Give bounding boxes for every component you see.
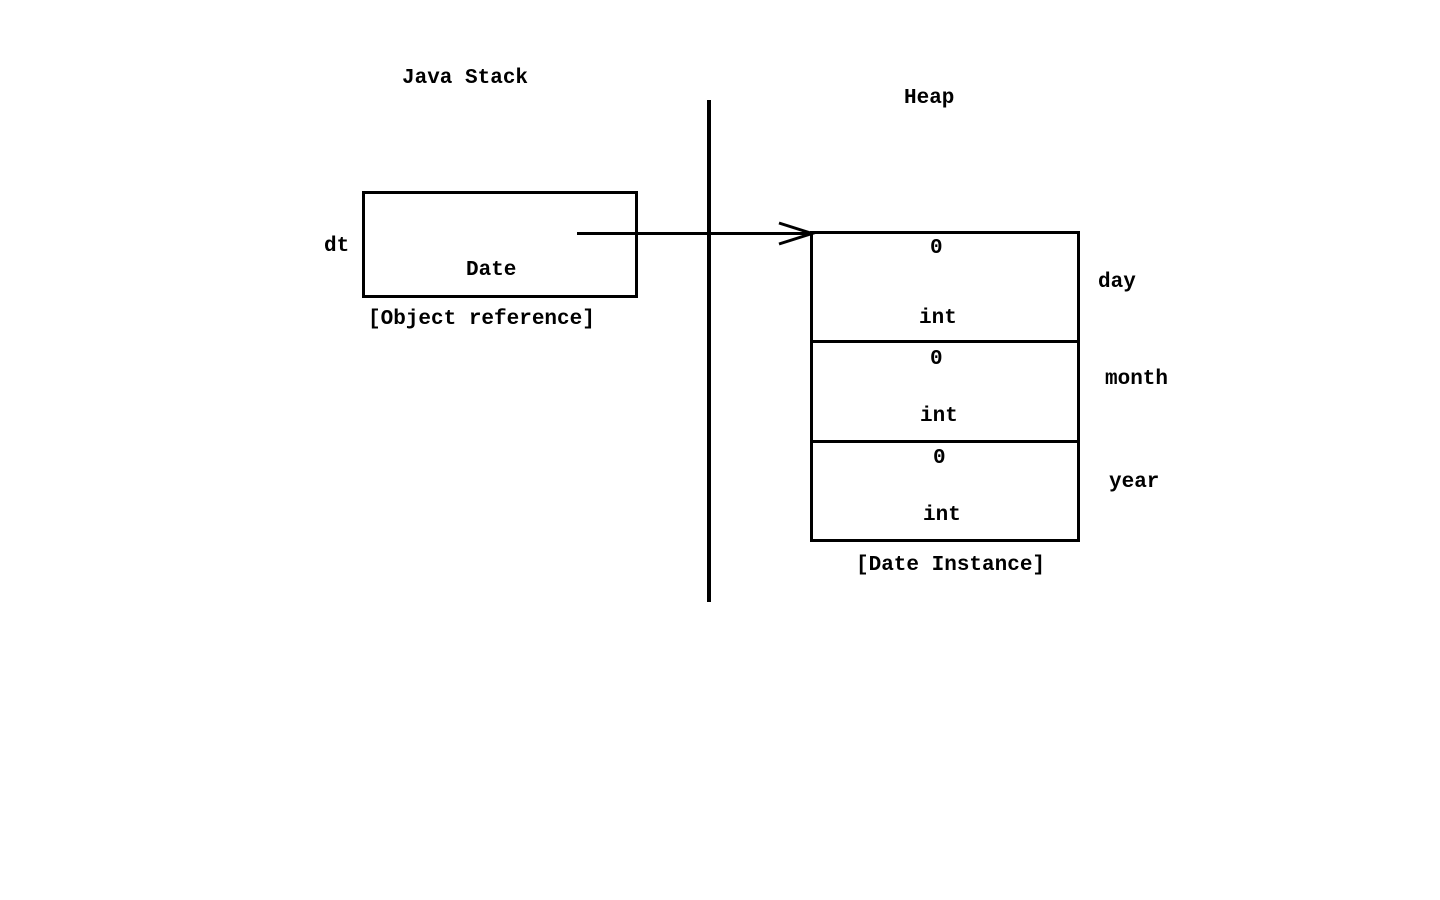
field-type: int <box>923 504 961 527</box>
field-value: 0 <box>933 447 946 470</box>
reference-type-label: Date <box>466 259 517 282</box>
field-separator <box>810 340 1080 343</box>
reference-box <box>362 191 638 298</box>
field-type: int <box>920 405 958 428</box>
field-separator <box>810 440 1080 443</box>
field-value: 0 <box>930 237 943 260</box>
heap-title: Heap <box>904 87 955 110</box>
stack-title: Java Stack <box>402 67 529 90</box>
date-instance-caption: [Date Instance] <box>856 554 1046 577</box>
field-type: int <box>919 307 957 330</box>
object-reference-caption: [Object reference] <box>368 308 595 331</box>
variable-name-label: dt <box>324 235 350 258</box>
field-name: day <box>1098 271 1136 294</box>
stack-heap-divider <box>707 100 711 602</box>
arrowhead-icon <box>778 221 817 246</box>
date-instance-box <box>810 231 1080 542</box>
field-name: year <box>1109 471 1160 494</box>
field-value: 0 <box>930 348 943 371</box>
field-name: month <box>1105 368 1169 391</box>
